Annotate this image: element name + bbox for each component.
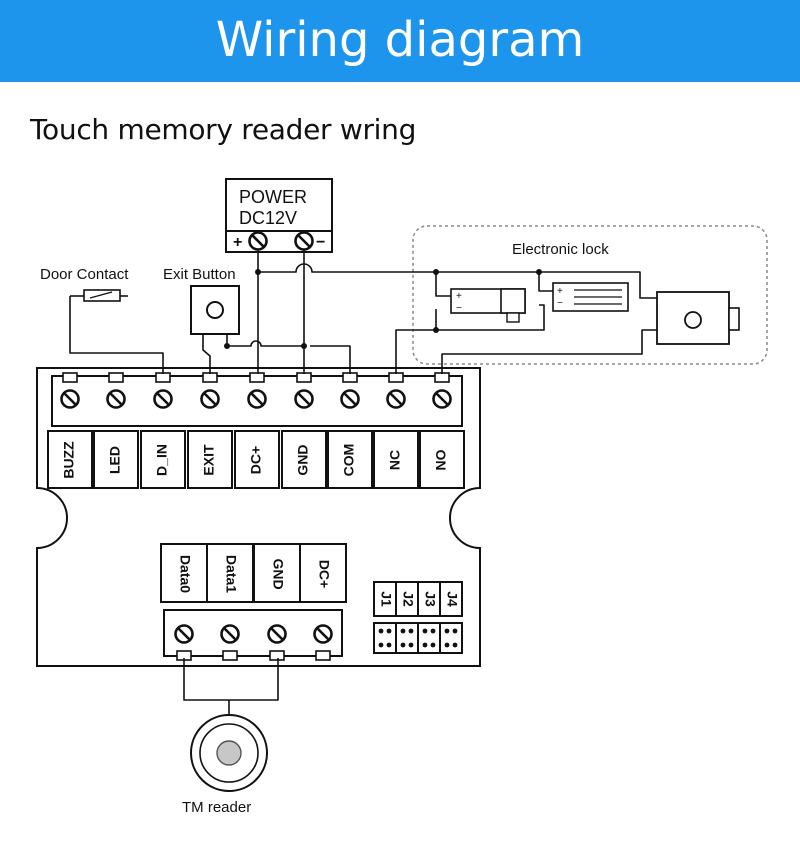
reader-terminal-box-data0 [160,543,208,603]
main-terminal-label-buzz: BUZZ [61,441,77,479]
reader-terminal-screw-dc [313,624,333,644]
reader-terminal-label-data1: Data1 [223,555,239,593]
main-terminal-screw-led [106,389,126,409]
tm-reader-label: TM reader [182,799,251,816]
main-terminal-screw-gnd [294,389,314,409]
main-terminal-lug-gnd [296,372,312,383]
main-terminal-lug-no [434,372,450,383]
title-banner: Wiring diagram [0,0,800,82]
reader-terminal-box-dc [299,543,347,603]
main-terminal-lug-exit [202,372,218,383]
jumper-pin [400,628,406,634]
power-plus-label: + [233,234,242,251]
main-terminal-screw-com [340,389,360,409]
power-voltage-label: DC12V [239,208,297,228]
main-terminal-label-com: COM [341,444,357,477]
main-terminal-screw-exit [200,389,220,409]
reader-terminal-box-gnd [253,543,301,603]
jumper-pin [422,642,428,648]
jumper-pins-j1[interactable] [373,622,397,654]
main-terminal-box-led [93,430,139,489]
main-terminal-label-led: LED [107,446,123,474]
main-terminal-label-d-in: D_IN [154,444,170,476]
main-terminal-label-nc: NC [387,450,403,470]
diagram-subtitle: Touch memory reader wring [30,113,417,146]
reader-terminal-lug-dc [315,650,331,661]
jumper-label-j4: J4 [444,591,460,607]
main-terminal-lug-led [108,372,124,383]
power-label: POWER [239,187,307,207]
main-terminal-screw-no [432,389,452,409]
main-terminal-lug-d-in [155,372,171,383]
door-contact-label: Door Contact [40,266,129,283]
reader-terminal-label-dc: DC+ [316,560,332,588]
power-plus-screw [248,231,268,251]
jumper-label-j3: J3 [422,591,438,607]
reader-terminal-screw-data1 [220,624,240,644]
lock-relay-2-minus: − [557,298,563,309]
jumper-pin [422,628,428,634]
main-terminal-box-d-in [140,430,186,489]
main-terminal-label-gnd: GND [295,444,311,475]
lock-relay-2-plus: + [557,286,563,297]
jumper-pin [430,642,436,648]
main-terminal-label-no: NO [433,449,449,470]
lock-relay-1-plus: + [456,291,462,302]
main-terminal-box-no [419,430,465,489]
tm-reader-contact [216,740,242,766]
main-terminal-lug-dc [249,372,265,383]
jumper-pins-j4[interactable] [439,622,463,654]
reader-terminal-label-data0: Data0 [177,555,193,593]
jumper-pin [444,628,450,634]
main-terminal-box-com [327,430,373,489]
main-terminal-screw-dc [247,389,267,409]
main-terminal-box-nc [373,430,419,489]
main-terminal-box-buzz [47,430,93,489]
main-terminal-lug-buzz [62,372,78,383]
jumper-pin [378,628,384,634]
jumper-pins-j3[interactable] [417,622,441,654]
exit-button-label: Exit Button [163,266,236,283]
power-minus-screw [294,231,314,251]
power-supply-box [225,178,333,253]
jumper-pin [408,628,414,634]
main-terminal-label-dc: DC+ [248,446,264,474]
jumper-label-box-j4 [439,581,463,617]
reader-terminal-label-gnd: GND [270,558,286,589]
electronic-lock-label: Electronic lock [512,241,609,258]
reader-terminal-screw-gnd [267,624,287,644]
main-terminal-screw-nc [386,389,406,409]
jumper-pin [378,642,384,648]
jumper-pin [452,628,458,634]
jumper-label-j2: J2 [400,591,416,607]
page-title: Wiring diagram [215,12,585,68]
door-contact-symbol [83,289,121,302]
reader-terminal-lug-data1 [222,650,238,661]
jumper-pin [444,642,450,648]
reader-terminal-screw-data0 [174,624,194,644]
jumper-pin [400,642,406,648]
main-terminal-box-gnd [281,430,327,489]
jumper-pin [430,628,436,634]
main-terminal-screw-buzz [60,389,80,409]
reader-terminal-lug-gnd [269,650,285,661]
main-terminal-lug-com [342,372,358,383]
power-minus-label: − [316,234,325,251]
jumper-pin [386,642,392,648]
main-terminal-box-exit [187,430,233,489]
jumper-pin [408,642,414,648]
lock-relay-1-minus: − [456,303,462,314]
jumper-pin [386,628,392,634]
jumper-pin [452,642,458,648]
main-terminal-lug-nc [388,372,404,383]
main-terminal-box-dc [234,430,280,489]
main-terminal-label-exit: EXIT [201,444,217,476]
main-terminal-screw-d-in [153,389,173,409]
electronic-lock-region [412,225,768,365]
jumper-pins-j2[interactable] [395,622,419,654]
jumper-label-j1: J1 [378,591,394,607]
